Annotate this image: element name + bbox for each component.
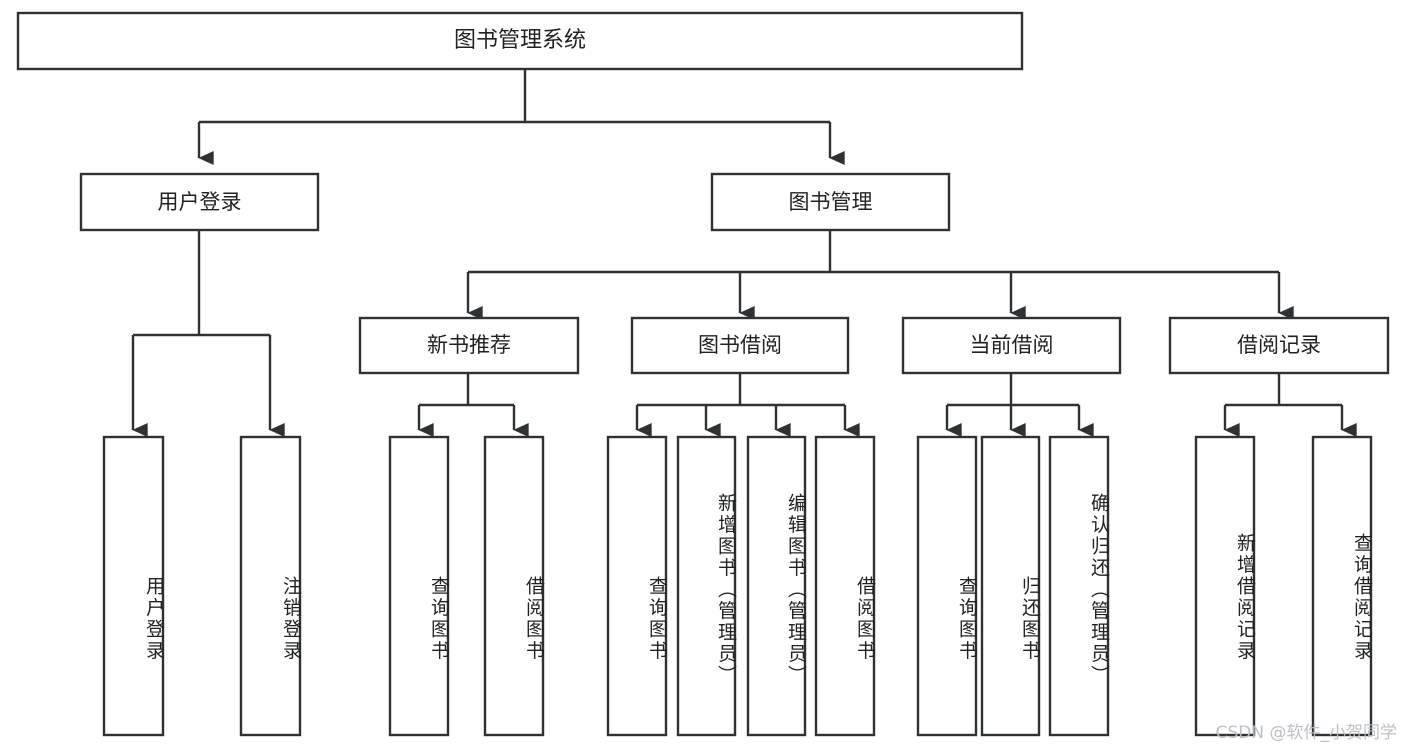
node-box-current-leaf-2[interactable]	[980, 435, 1041, 737]
node-box-records-leaf-1[interactable]	[1194, 435, 1256, 737]
node-box-new-book-leaf-1[interactable]	[388, 435, 450, 737]
node-box-borrow-leaf-4[interactable]	[814, 435, 876, 737]
node-box-borrow-leaf-2[interactable]	[676, 435, 737, 737]
node-box-records[interactable]	[1168, 316, 1390, 375]
node-box-current-leaf-3[interactable]	[1048, 435, 1110, 737]
node-box-borrow-leaf-3[interactable]	[746, 435, 807, 737]
node-box-user-login-leaf-2[interactable]	[239, 435, 302, 737]
node-box-user-login[interactable]	[79, 172, 320, 232]
node-box-borrow[interactable]	[630, 316, 850, 375]
node-box-book-manage[interactable]	[710, 172, 951, 232]
node-box-root[interactable]	[16, 11, 1024, 71]
node-box-current-leaf-1[interactable]	[916, 435, 978, 737]
node-box-borrow-leaf-1[interactable]	[606, 435, 668, 737]
node-box-new-book-leaf-2[interactable]	[483, 435, 545, 737]
node-box-new-book[interactable]	[358, 316, 580, 375]
watermark-credit: CSDN @软件_小贺同学	[1215, 723, 1397, 743]
node-box-current[interactable]	[901, 316, 1122, 375]
node-box-user-login-leaf-1[interactable]	[102, 435, 165, 737]
node-box-records-leaf-2[interactable]	[1311, 435, 1373, 737]
